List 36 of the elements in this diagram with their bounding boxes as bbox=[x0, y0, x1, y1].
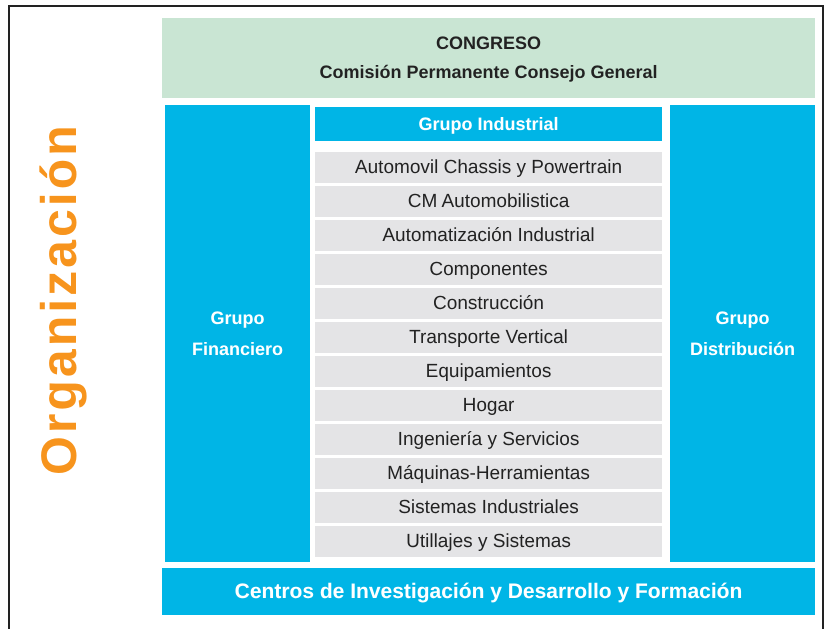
label-text: Hogar bbox=[462, 394, 514, 416]
division-box bbox=[315, 322, 662, 353]
label-text: Equipamientos bbox=[426, 360, 552, 382]
label-text: Centros de Investigación y Desarrollo y Formación bbox=[234, 580, 742, 604]
group-column bbox=[165, 105, 310, 562]
division-box bbox=[315, 492, 662, 523]
division-box bbox=[315, 390, 662, 421]
label-text: Automovil Chassis y Powertrain bbox=[354, 156, 622, 178]
label-text: Construcción bbox=[433, 292, 544, 314]
label-text: Comisión Permanente Consejo General bbox=[319, 62, 658, 83]
group-header bbox=[315, 107, 662, 141]
label-text: Ingeniería y Servicios bbox=[398, 428, 580, 450]
vertical-title: Organización bbox=[30, 130, 88, 475]
label-text: Transporte Vertical bbox=[409, 326, 568, 348]
division-box bbox=[315, 424, 662, 455]
division-box bbox=[315, 220, 662, 251]
label-text: Sistemas Industriales bbox=[398, 496, 579, 518]
division-box bbox=[315, 254, 662, 285]
label-text: Componentes bbox=[429, 258, 548, 280]
division-box bbox=[315, 356, 662, 387]
division-box bbox=[315, 186, 662, 217]
division-box bbox=[315, 458, 662, 489]
label-text: Grupo Industrial bbox=[418, 114, 558, 134]
heading-text: CONGRESO bbox=[436, 33, 541, 54]
division-box bbox=[315, 526, 662, 557]
header-band bbox=[162, 18, 815, 98]
division-box bbox=[315, 288, 662, 319]
division-box bbox=[315, 152, 662, 183]
group-column bbox=[670, 105, 815, 562]
footer-band bbox=[162, 568, 815, 615]
label-text: Máquinas-Herramientas bbox=[387, 462, 590, 484]
label-text: Automatización Industrial bbox=[382, 224, 595, 246]
label-text: CM Automobilistica bbox=[408, 190, 570, 212]
label-text: Grupo Distribución bbox=[689, 306, 796, 360]
label-text: Utillajes y Sistemas bbox=[406, 530, 571, 552]
label-text: Grupo Financiero bbox=[190, 306, 284, 360]
